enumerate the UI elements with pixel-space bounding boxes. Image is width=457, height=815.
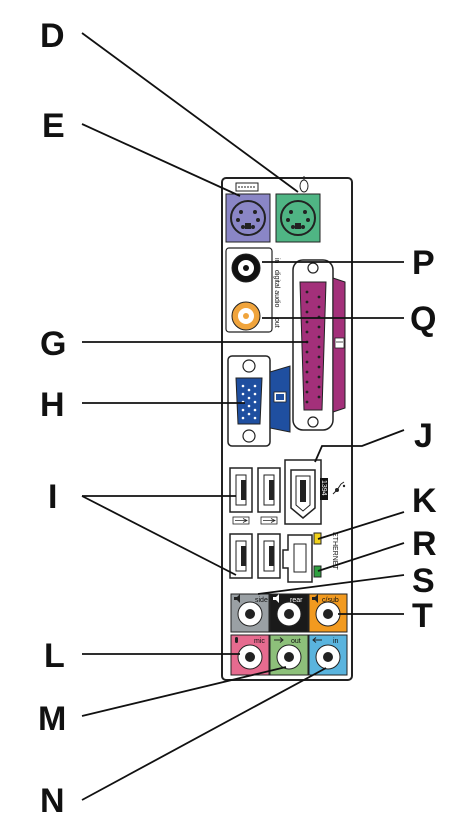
ps2-mouse-port bbox=[275, 193, 321, 243]
callout-r: R bbox=[412, 525, 437, 563]
usb-port-top-right bbox=[257, 467, 281, 513]
leader-line-e bbox=[81, 123, 241, 197]
leader-line-j bbox=[314, 429, 405, 463]
callout-j: J bbox=[414, 417, 433, 455]
in-label: in bbox=[333, 638, 339, 645]
ps2-keyboard-port bbox=[225, 193, 271, 243]
rear-audio-jack bbox=[269, 593, 309, 633]
ethernet-label: ETHERNET bbox=[331, 532, 338, 570]
leader-lines bbox=[81, 32, 405, 801]
audio-arrow-icon bbox=[274, 637, 322, 643]
printer-icon bbox=[334, 337, 345, 349]
speaker-icon bbox=[234, 594, 318, 603]
usb-port-bottom-left bbox=[229, 533, 253, 579]
leader-line-k bbox=[317, 511, 405, 540]
callout-n: N bbox=[40, 782, 65, 815]
callout-k: K bbox=[412, 482, 437, 520]
callout-q: Q bbox=[410, 300, 436, 338]
usb-port-top-left bbox=[229, 467, 253, 513]
ethernet-led-green bbox=[313, 565, 322, 578]
callout-g: G bbox=[40, 325, 66, 363]
callout-s: S bbox=[412, 562, 435, 600]
leader-line-m bbox=[81, 666, 287, 717]
mic-icon bbox=[235, 637, 238, 643]
mic-jack bbox=[230, 634, 270, 676]
digital-audio-label: digital audio bbox=[273, 270, 280, 307]
leader-line-d bbox=[81, 32, 299, 193]
usb-icon bbox=[232, 516, 278, 525]
firewire-icon bbox=[332, 481, 346, 495]
usb-port-bottom-right bbox=[257, 533, 281, 579]
digital-audio-out-jack bbox=[231, 301, 261, 331]
firewire-badge: 1394 bbox=[320, 478, 328, 500]
callout-m: M bbox=[38, 700, 66, 738]
callout-h: H bbox=[40, 386, 65, 424]
parallel-port bbox=[292, 259, 334, 431]
mic-label: mic bbox=[254, 638, 265, 645]
rear-label: rear bbox=[290, 597, 303, 604]
leader-line-n bbox=[81, 667, 327, 801]
monitor-icon bbox=[273, 391, 287, 403]
ethernet-port bbox=[282, 534, 313, 583]
leader-line-i-bottom bbox=[81, 495, 237, 576]
line-in-jack bbox=[308, 634, 348, 676]
digital-audio-in-jack bbox=[231, 253, 261, 283]
callout-i: I bbox=[48, 478, 57, 516]
out-label: out bbox=[291, 638, 301, 645]
line-out-jack bbox=[269, 634, 309, 676]
leader-line-r bbox=[317, 542, 405, 572]
digital-out-label: out bbox=[273, 318, 280, 328]
firewire-port bbox=[284, 459, 322, 525]
digital-in-label: in bbox=[273, 258, 280, 264]
leader-line-s bbox=[257, 574, 405, 595]
callout-t: T bbox=[412, 597, 433, 635]
vga-port bbox=[227, 355, 271, 447]
callout-d: D bbox=[40, 17, 65, 55]
firewire-label: 1394 bbox=[320, 480, 327, 496]
side-label: side bbox=[255, 597, 268, 604]
keyboard-icon bbox=[235, 182, 259, 192]
mouse-icon bbox=[299, 176, 309, 193]
csub-label: c/sub bbox=[322, 597, 339, 604]
callout-e: E bbox=[42, 107, 65, 145]
callout-p: P bbox=[412, 244, 435, 282]
callout-l: L bbox=[44, 637, 65, 675]
